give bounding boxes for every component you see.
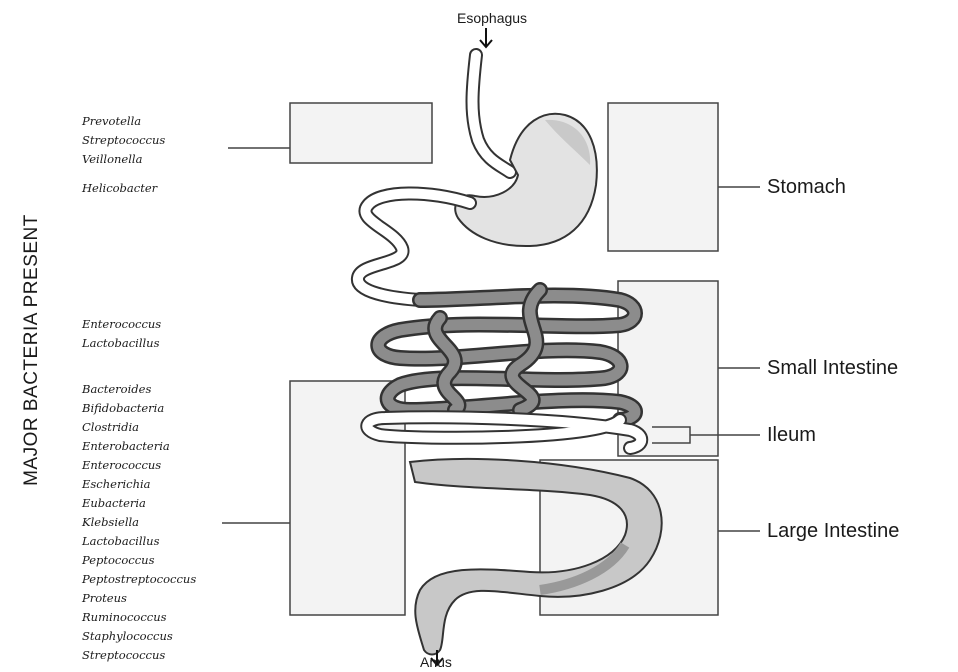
- stomach-label: Stomach: [767, 176, 846, 199]
- bacteria-item: Veillonella: [82, 150, 165, 169]
- bacteria-item: Streptococcus: [82, 646, 196, 665]
- bacteria-item: Enterobacteria: [82, 437, 196, 456]
- large-intestine-shape: [410, 459, 662, 655]
- bacteria-item: Prevotella: [82, 112, 165, 131]
- ileum-label: Ileum: [767, 424, 816, 447]
- duodenum-tube: [358, 193, 470, 300]
- stomach-region-box: [290, 103, 432, 163]
- bacteria-item: Lactobacillus: [82, 532, 196, 551]
- bacteria-item: Enterococcus: [82, 315, 161, 334]
- bacteria-item: Enterococcus: [82, 456, 196, 475]
- bacteria-item: Eubacteria: [82, 494, 196, 513]
- anus-label: Anus: [420, 654, 452, 670]
- large-intestine-label: Large Intestine: [767, 520, 899, 543]
- bacteria-item: Lactobacillus: [82, 334, 161, 353]
- bacteria-item: Staphylococcus: [82, 627, 196, 646]
- stomach-right-box: [608, 103, 718, 251]
- large-intestine-bacteria-list: Bacteroides Bifidobacteria Clostridia En…: [82, 380, 196, 665]
- bacteria-item: Peptococcus: [82, 551, 196, 570]
- bacteria-item: Streptococcus: [82, 131, 165, 150]
- bacteria-item: Proteus: [82, 589, 196, 608]
- bacteria-item: Klebsiella: [82, 513, 196, 532]
- bacteria-item: Bifidobacteria: [82, 399, 196, 418]
- bacteria-item: Helicobacter: [82, 179, 165, 198]
- bacteria-item: Escherichia: [82, 475, 196, 494]
- bacteria-item: Ruminococcus: [82, 608, 196, 627]
- small-intestine-bacteria-list: Enterococcus Lactobacillus: [82, 315, 161, 353]
- bacteria-item: Peptostreptococcus: [82, 570, 196, 589]
- stomach-bacteria-list: Prevotella Streptococcus Veillonella Hel…: [82, 112, 165, 198]
- bacteria-item: Bacteroides: [82, 380, 196, 399]
- axis-title: MAJOR BACTERIA PRESENT: [21, 214, 43, 486]
- bacteria-item: Clostridia: [82, 418, 196, 437]
- bacteria-spacer: [82, 169, 165, 179]
- esophagus-arrow: [480, 28, 492, 47]
- small-intestine-label: Small Intestine: [767, 357, 898, 380]
- esophagus-label: Esophagus: [457, 10, 527, 26]
- small-intestine-coils: [378, 290, 635, 420]
